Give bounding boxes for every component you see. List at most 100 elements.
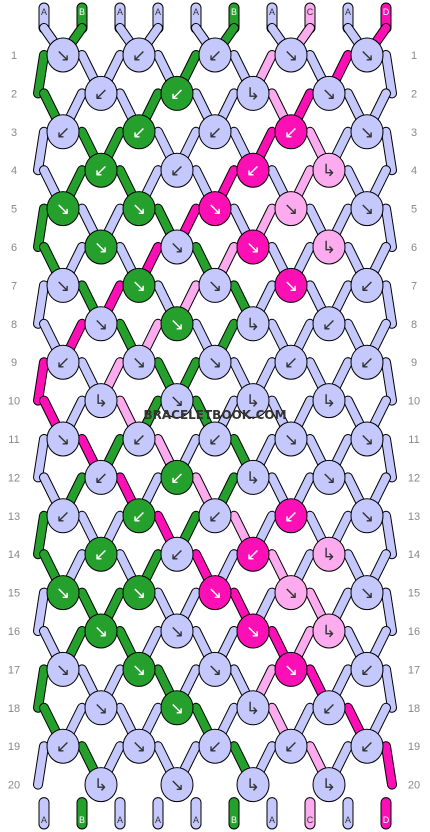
strand-label-top: A: [117, 7, 123, 17]
knot-arrow-icon: ↙: [360, 737, 374, 757]
strand-label-top: A: [41, 7, 47, 17]
knot-arrow-icon: ↳: [246, 315, 260, 335]
knot: ↘: [46, 267, 80, 303]
row-number-left: 3: [11, 127, 17, 139]
strand-segment: [34, 127, 48, 175]
knot: ↘: [198, 191, 232, 227]
knot: ↘: [236, 613, 270, 649]
knot: ↙: [46, 728, 80, 764]
knot-arrow-icon: ↙: [360, 353, 374, 373]
knot-arrow-icon: ↙: [246, 161, 260, 181]
knot: ↘: [350, 37, 384, 73]
row-number-left: 1: [11, 50, 17, 62]
strand-label-bottom: B: [79, 815, 85, 825]
knot-arrow-icon: ↙: [170, 161, 184, 181]
knot-arrow-icon: ↘: [56, 200, 70, 220]
knot: ↘: [46, 191, 80, 227]
knot-arrow-icon: ↙: [208, 430, 222, 450]
knot-arrow-icon: ↙: [208, 46, 222, 66]
knot: ↘: [350, 498, 384, 534]
knot-arrow-icon: ↙: [94, 161, 108, 181]
knot: ↙: [350, 344, 384, 380]
knot: ↙: [122, 421, 156, 457]
knot: ↙: [122, 114, 156, 150]
strand-label-bottom: C: [307, 815, 314, 825]
row-number-left: 4: [11, 165, 17, 177]
row-number-right: 8: [411, 319, 417, 331]
knot: ↙: [350, 267, 384, 303]
row-number-right: 11: [408, 434, 419, 446]
knot: ↳: [84, 767, 118, 803]
knot: ↳: [312, 383, 346, 419]
knot-arrow-icon: ↘: [360, 200, 374, 220]
knot-arrow-icon: ↘: [132, 353, 146, 373]
knot: ↘: [350, 421, 384, 457]
strand-segment: [34, 358, 48, 405]
knot-arrow-icon: ↙: [284, 737, 298, 757]
knot-arrow-icon: ↙: [56, 507, 70, 527]
row-number-right: 3: [411, 127, 417, 139]
row-number-right: 1: [411, 50, 417, 62]
knot-arrow-icon: ↙: [132, 430, 146, 450]
knot-arrow-icon: ↳: [322, 161, 336, 181]
knot: ↙: [84, 152, 118, 188]
knot: ↘: [274, 575, 308, 611]
strand-segment: [382, 127, 396, 175]
knot: ↙: [84, 459, 118, 495]
knot: ↙: [160, 459, 194, 495]
knot: ↙: [274, 114, 308, 150]
knot-arrow-icon: ↙: [322, 315, 336, 335]
knot: ↘: [46, 421, 80, 457]
row-number-left: 14: [8, 549, 20, 561]
knot: ↘: [122, 344, 156, 380]
knot: ↙: [46, 498, 80, 534]
knot: ↘: [160, 613, 194, 649]
strand-label-top: A: [193, 7, 199, 17]
row-number-left: 17: [8, 664, 20, 676]
knot: ↘: [236, 229, 270, 265]
knot: ↙: [274, 344, 308, 380]
knot: ↘: [274, 37, 308, 73]
knot: ↘: [84, 229, 118, 265]
knot-arrow-icon: ↳: [246, 776, 260, 796]
knot-arrow-icon: ↙: [208, 507, 222, 527]
knot-arrow-icon: ↘: [170, 776, 184, 796]
row-number-left: 13: [8, 511, 20, 523]
knot: ↘: [122, 728, 156, 764]
knot: ↙: [160, 536, 194, 572]
knot-arrow-icon: ↘: [56, 276, 70, 296]
knot-arrow-icon: ↙: [132, 507, 146, 527]
knot: ↘: [122, 191, 156, 227]
knot: ↙: [84, 75, 118, 111]
knot-arrow-icon: ↳: [94, 392, 108, 412]
strand-label-bottom: A: [193, 815, 199, 825]
strand-segment: [382, 204, 396, 251]
knot-arrow-icon: ↘: [208, 276, 222, 296]
strand-segment: [382, 51, 396, 98]
knot: ↘: [160, 306, 194, 342]
knot-arrow-icon: ↘: [170, 699, 184, 719]
strand-segment: [34, 665, 48, 712]
row-number-right: 6: [411, 242, 417, 254]
knot: ↘: [350, 575, 384, 611]
knot: ↘: [46, 575, 80, 611]
row-number-right: 4: [411, 165, 417, 177]
row-number-right: 7: [411, 280, 417, 292]
row-number-right: 16: [408, 626, 420, 638]
row-number-left: 12: [8, 472, 20, 484]
knot: ↘: [122, 651, 156, 687]
row-number-left: 8: [11, 319, 17, 331]
knot: ↳: [236, 306, 270, 342]
knot: ↙: [160, 75, 194, 111]
knot-arrow-icon: ↙: [94, 468, 108, 488]
knot-grid: ↘↙↙↘↘↙↙↳↘↙↙↙↙↘↙↙↙↳↘↘↘↘↘↘↘↘↳↘↘↘↘↙↘↘↳↙↙↘↘↙…: [46, 37, 384, 803]
strand-label-bottom: A: [117, 815, 123, 825]
knot-arrow-icon: ↘: [360, 123, 374, 143]
knot: ↘: [84, 613, 118, 649]
knot-arrow-icon: ↙: [94, 545, 108, 565]
knot: ↘: [122, 267, 156, 303]
knot-arrow-icon: ↘: [322, 468, 336, 488]
knot-arrow-icon: ↘: [208, 353, 222, 373]
knot: ↘: [312, 459, 346, 495]
